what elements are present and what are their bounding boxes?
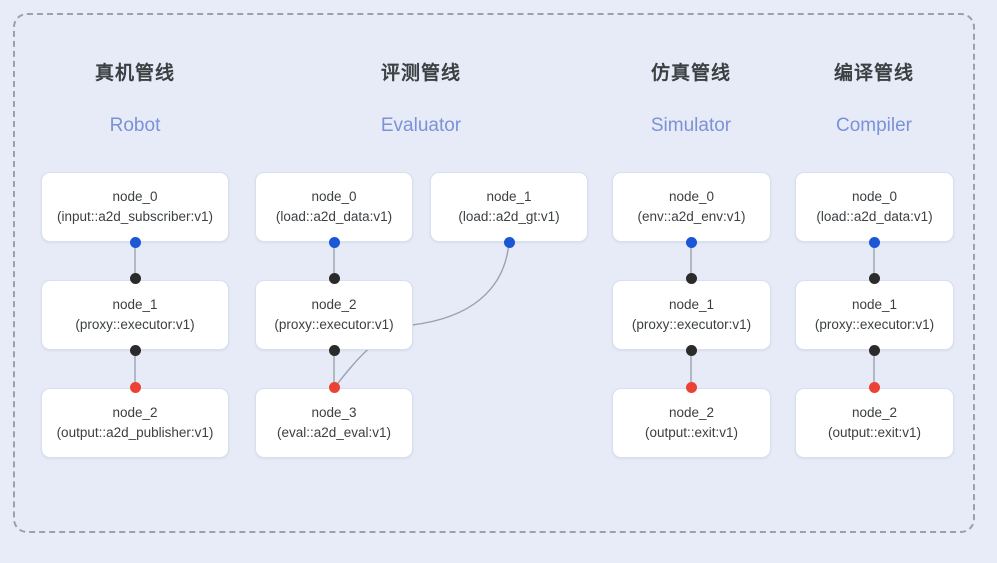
port-in-evaluator-2[interactable] [328,272,340,284]
node-label-name: node_0 [668,189,715,204]
port-out-robot-0[interactable] [129,236,141,248]
node-label-name: node_1 [112,297,158,312]
node-label-type: (eval::a2d_eval:v1) [276,425,392,440]
port-in-simulator-1[interactable] [685,272,697,284]
port-out-simulator-0[interactable] [685,236,697,248]
node-label-name: node_2 [311,297,357,312]
node-label-name: node_1 [668,297,715,312]
node-label-type: (proxy::executor:v1) [631,317,752,332]
node-label-name: node_0 [851,189,898,204]
node-label-type: (output::exit:v1) [827,425,922,440]
node-robot-2[interactable]: node_2 (output::a2d_publisher:v1) [41,388,229,458]
node-compiler-0[interactable]: node_0 (load::a2d_data:v1) [795,172,954,242]
node-label-name: node_2 [668,405,715,420]
node-robot-1[interactable]: node_1 (proxy::executor:v1) [41,280,229,350]
node-label-type: (proxy::executor:v1) [274,317,394,332]
node-label-type: (input::a2d_subscriber:v1) [56,209,214,224]
node-label-name: node_1 [486,189,532,204]
node-label-type: (output::exit:v1) [644,425,739,440]
node-label-name: node_0 [112,189,158,204]
node-label-name: node_2 [851,405,898,420]
port-out-compiler-0[interactable] [868,236,880,248]
node-evaluator-3[interactable]: node_3 (eval::a2d_eval:v1) [255,388,413,458]
node-label-name: node_3 [311,405,357,420]
node-label-type: (env::a2d_env:v1) [637,209,746,224]
node-label-name: node_1 [851,297,898,312]
port-in-evaluator-3[interactable] [328,381,340,393]
node-label-type: (output::a2d_publisher:v1) [56,425,214,440]
node-label-name: node_0 [311,189,357,204]
port-out-evaluator-0[interactable] [328,236,340,248]
port-in-compiler-2[interactable] [868,381,880,393]
node-evaluator-1[interactable]: node_1 (load::a2d_gt:v1) [430,172,588,242]
node-label-type: (load::a2d_data:v1) [816,209,933,224]
port-out-evaluator-2[interactable] [328,344,340,356]
node-simulator-0[interactable]: node_0 (env::a2d_env:v1) [612,172,771,242]
port-in-robot-1[interactable] [129,272,141,284]
port-out-robot-1[interactable] [129,344,141,356]
port-in-compiler-1[interactable] [868,272,880,284]
node-label-type: (load::a2d_data:v1) [275,209,393,224]
node-compiler-2[interactable]: node_2 (output::exit:v1) [795,388,954,458]
node-robot-0[interactable]: node_0 (input::a2d_subscriber:v1) [41,172,229,242]
port-out-compiler-1[interactable] [868,344,880,356]
port-out-simulator-1[interactable] [685,344,697,356]
node-evaluator-2[interactable]: node_2 (proxy::executor:v1) [255,280,413,350]
node-simulator-2[interactable]: node_2 (output::exit:v1) [612,388,771,458]
node-label-name: node_2 [112,405,158,420]
node-evaluator-0[interactable]: node_0 (load::a2d_data:v1) [255,172,413,242]
node-compiler-1[interactable]: node_1 (proxy::executor:v1) [795,280,954,350]
port-out-evaluator-1[interactable] [503,236,515,248]
node-simulator-1[interactable]: node_1 (proxy::executor:v1) [612,280,771,350]
node-label-type: (load::a2d_gt:v1) [458,209,560,224]
port-in-robot-2[interactable] [129,381,141,393]
port-in-simulator-2[interactable] [685,381,697,393]
node-label-type: (proxy::executor:v1) [814,317,935,332]
node-label-type: (proxy::executor:v1) [75,317,195,332]
